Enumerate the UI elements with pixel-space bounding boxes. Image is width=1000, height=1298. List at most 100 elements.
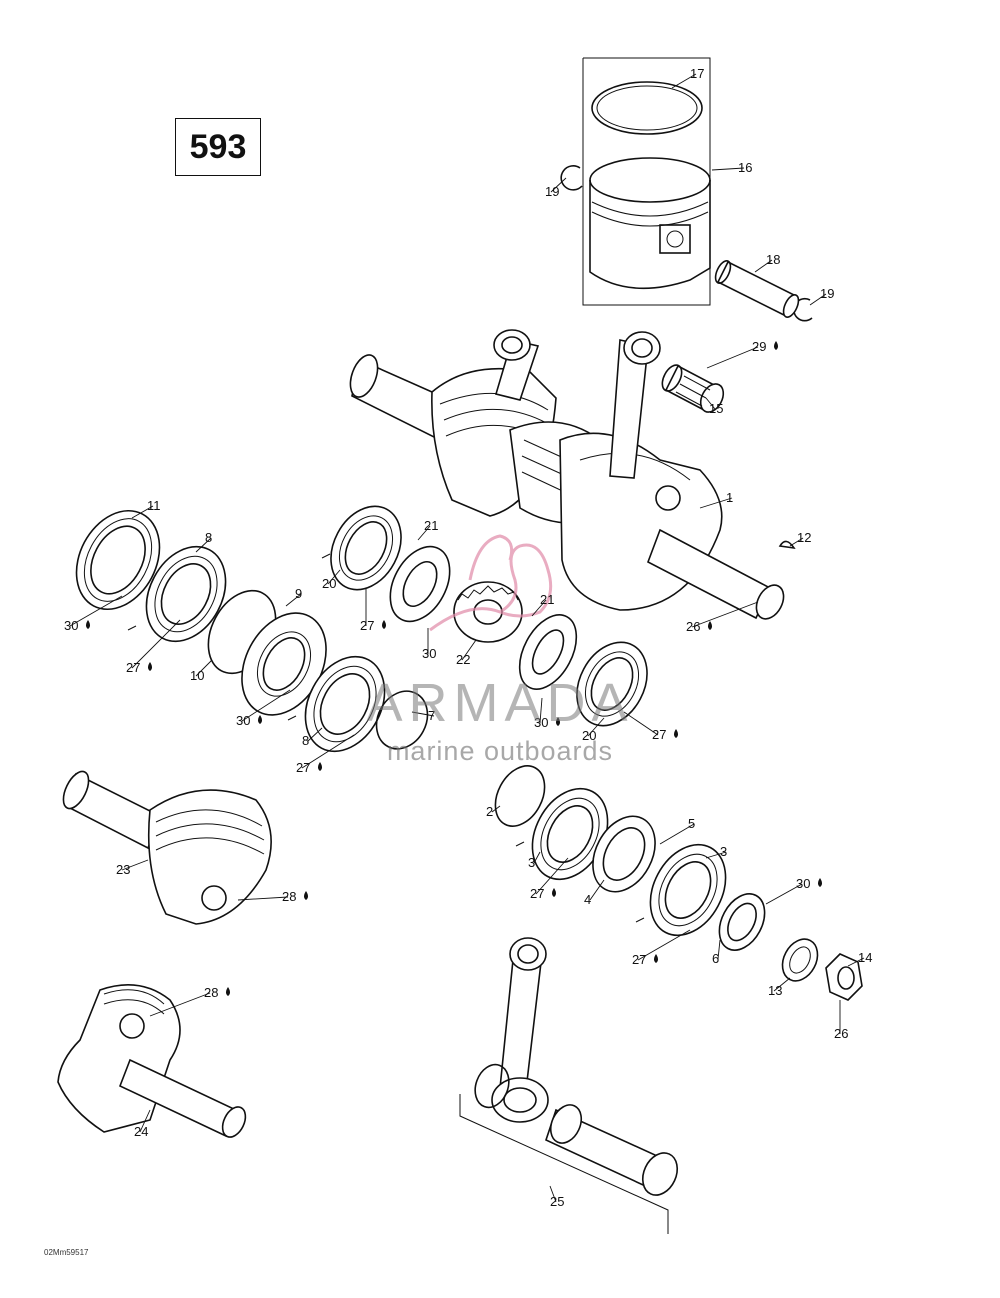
leader-line bbox=[417, 525, 431, 541]
callout-number: 6 bbox=[712, 951, 719, 966]
callout-c8a: 8 bbox=[195, 530, 212, 553]
callout-c8b: 8 bbox=[302, 727, 323, 748]
leader-line bbox=[195, 659, 213, 677]
callout-c3a: 3 bbox=[528, 851, 541, 870]
connecting-rod-needle-bearing bbox=[661, 364, 725, 413]
callout-number: 26 bbox=[686, 619, 700, 634]
callout-number: 27 bbox=[296, 760, 310, 775]
callout-c19a: 19 bbox=[545, 177, 567, 199]
leader-line bbox=[671, 73, 697, 89]
callout-c18: 18 bbox=[754, 252, 780, 273]
callout-c27b: 27 bbox=[296, 734, 355, 775]
oil-seal-lower bbox=[718, 893, 766, 951]
callout-number: 1 bbox=[726, 490, 733, 505]
leader-line bbox=[531, 599, 547, 617]
callout-number: 5 bbox=[688, 816, 695, 831]
callout-number: 21 bbox=[424, 518, 438, 533]
leader-line bbox=[659, 823, 695, 845]
spacer-ring bbox=[592, 815, 656, 893]
leader-line bbox=[301, 734, 355, 769]
callout-number: 30 bbox=[534, 715, 548, 730]
leader-line bbox=[706, 346, 759, 369]
callout-number: 22 bbox=[456, 652, 470, 667]
callout-c16: 16 bbox=[711, 160, 752, 175]
leader-line bbox=[587, 717, 605, 737]
callout-number: 7 bbox=[428, 708, 435, 723]
callout-number: 2 bbox=[486, 804, 493, 819]
lubricant-drop-icon bbox=[556, 717, 560, 726]
lubricant-drop-icon bbox=[774, 341, 778, 350]
callout-c24: 24 bbox=[134, 1109, 151, 1139]
callout-number: 27 bbox=[632, 952, 646, 967]
lubricant-drop-icon bbox=[226, 987, 230, 996]
leader-line bbox=[847, 957, 865, 967]
lubricant-drop-icon bbox=[818, 878, 822, 887]
crankshaft-half-upper bbox=[62, 770, 272, 925]
callout-number: 20 bbox=[322, 576, 336, 591]
leader-line bbox=[139, 1109, 151, 1133]
callout-c9: 9 bbox=[285, 586, 302, 607]
leader-line bbox=[307, 727, 323, 742]
piston-kit-frame bbox=[582, 57, 711, 306]
main-bearing-b bbox=[635, 843, 727, 937]
callout-number: 27 bbox=[126, 660, 140, 675]
callout-number: 19 bbox=[820, 286, 834, 301]
leader-line bbox=[637, 929, 691, 961]
leader-line bbox=[717, 939, 721, 960]
leader-line bbox=[699, 497, 733, 509]
leader-line bbox=[535, 857, 569, 895]
callout-c14: 14 bbox=[847, 950, 872, 967]
callout-c20a: 20 bbox=[322, 569, 341, 591]
callout-c30c: 30 bbox=[422, 628, 436, 661]
crankshaft-nut bbox=[825, 953, 863, 1001]
callout-c4: 4 bbox=[584, 879, 605, 907]
leader-line bbox=[121, 859, 149, 871]
callout-c21a: 21 bbox=[417, 518, 438, 541]
leader-line bbox=[131, 505, 154, 519]
callout-layer: 1716191819291511226118302791030827202721… bbox=[64, 66, 872, 1209]
leader-line bbox=[491, 805, 501, 813]
leader-line bbox=[711, 167, 745, 171]
callout-number: 13 bbox=[768, 983, 782, 998]
crankshaft-assembly bbox=[349, 329, 785, 620]
callout-c22: 22 bbox=[456, 639, 477, 667]
callout-c30b: 30 bbox=[236, 689, 291, 728]
lubricant-drop-icon bbox=[654, 954, 658, 963]
callout-number: 26 bbox=[834, 1026, 848, 1041]
callout-c2: 2 bbox=[486, 804, 501, 819]
leader-line bbox=[461, 639, 477, 661]
center-seal-left bbox=[389, 545, 451, 623]
callout-c30d: 30 bbox=[534, 697, 560, 730]
callout-number: 14 bbox=[858, 950, 872, 965]
callout-number: 21 bbox=[540, 592, 554, 607]
leader-line bbox=[195, 537, 212, 553]
callout-number: 16 bbox=[738, 160, 752, 175]
callout-number: 23 bbox=[116, 862, 130, 877]
callout-number: 8 bbox=[302, 733, 309, 748]
callout-number: 27 bbox=[530, 886, 544, 901]
lubricant-drop-icon bbox=[86, 620, 90, 629]
lubricant-drop-icon bbox=[148, 662, 152, 671]
leader-line bbox=[550, 177, 567, 193]
lubricant-drop-icon bbox=[258, 715, 262, 724]
callout-c13: 13 bbox=[768, 977, 791, 998]
callout-c3b: 3 bbox=[705, 844, 727, 859]
leader-line bbox=[765, 883, 803, 905]
callout-c27f: 27 bbox=[632, 929, 691, 967]
leader-line bbox=[773, 977, 791, 992]
leader-line bbox=[241, 689, 291, 722]
leader-line bbox=[549, 1185, 557, 1203]
callout-number: 20 bbox=[582, 728, 596, 743]
model-number: 593 bbox=[189, 127, 247, 166]
watermark-tagline: marine outboards bbox=[386, 736, 614, 766]
crankshaft-oil-seal bbox=[75, 509, 161, 611]
lubricant-drop-icon bbox=[674, 729, 678, 738]
shim-ring bbox=[494, 765, 546, 827]
leader-line bbox=[789, 537, 804, 547]
callout-number: 28 bbox=[282, 889, 296, 904]
callout-number: 30 bbox=[64, 618, 78, 633]
callout-number: 4 bbox=[584, 892, 591, 907]
main-bearing-a bbox=[515, 787, 609, 881]
callout-number: 17 bbox=[690, 66, 704, 81]
